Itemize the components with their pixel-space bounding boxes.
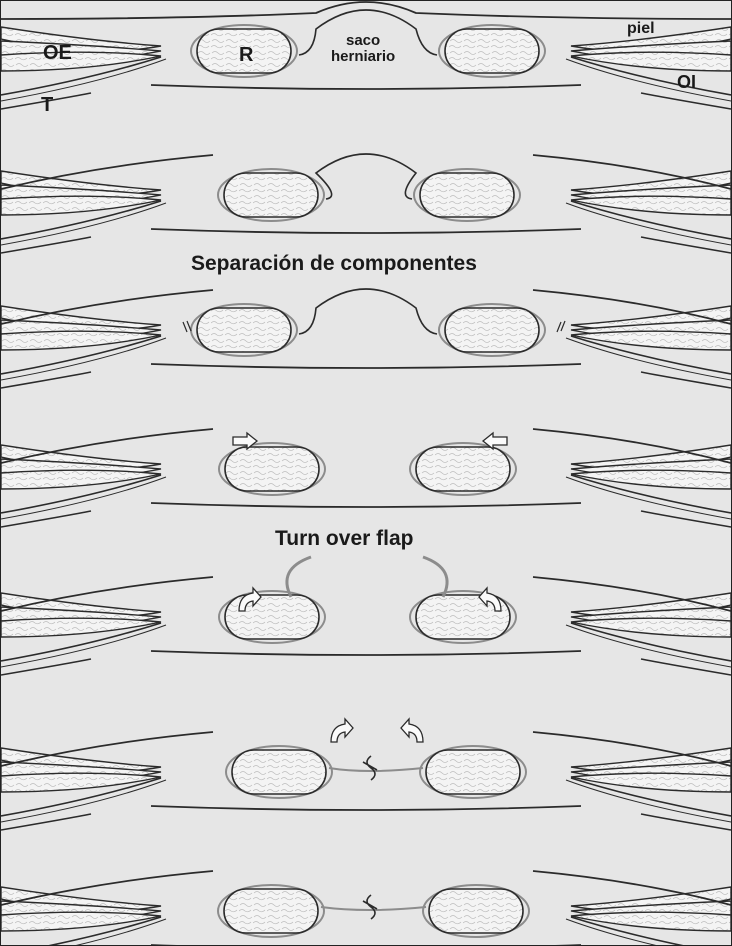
rectus-muscle (197, 308, 291, 352)
oblique-muscle-layer (571, 773, 731, 792)
label-saco-herniario: saco herniario (331, 33, 395, 65)
stage-flap-suture (1, 719, 731, 830)
rectus-muscle (445, 29, 539, 73)
transversalis-line (641, 511, 731, 527)
stage-final-repair (1, 871, 731, 945)
oblique-muscle-layer (571, 52, 731, 71)
transversalis-line (641, 814, 731, 830)
rectus-muscle (429, 889, 523, 933)
label-r: R (239, 45, 253, 66)
stage-component-separation (1, 289, 731, 388)
suture-icon (363, 756, 377, 780)
label-oe: OE (43, 43, 72, 64)
oblique-muscle-layer (571, 618, 731, 637)
stage-turn-over-flap (1, 557, 731, 675)
oblique-muscle-layer (571, 196, 731, 215)
transversalis-line (1, 659, 91, 675)
oblique-muscle-layer (571, 912, 731, 931)
stage-rectus-advancement (1, 429, 731, 527)
label-piel: piel (627, 21, 655, 38)
suture-icon (363, 895, 377, 919)
rectus-muscle (225, 595, 319, 639)
rectus-muscle (224, 889, 318, 933)
oblique-muscle-layer (1, 196, 161, 215)
rectus-muscle (232, 750, 326, 794)
rectus-muscle (416, 447, 510, 491)
rectus-muscle (224, 173, 318, 217)
curved-arrow-icon (331, 719, 353, 742)
transversalis-line (1, 237, 91, 253)
posterior-line (151, 651, 581, 655)
rectus-muscle (420, 173, 514, 217)
transversalis-line (1, 372, 91, 388)
posterior-line (151, 806, 581, 810)
posterior-line (151, 85, 581, 89)
transversalis-line (641, 659, 731, 675)
oblique-muscle-layer (1, 912, 161, 931)
transversalis-line (1, 814, 91, 830)
oblique-muscle-layer (571, 331, 731, 350)
posterior-line (151, 229, 581, 233)
oblique-muscle-layer (1, 773, 161, 792)
heading-turn-over-flap: Turn over flap (275, 528, 413, 550)
rectus-muscle (225, 447, 319, 491)
oblique-muscle-layer (1, 331, 161, 350)
label-t: T (41, 95, 53, 116)
transversalis-line (641, 237, 731, 253)
curved-arrow-icon (401, 719, 423, 742)
posterior-line (151, 364, 581, 368)
transversalis-line (1, 511, 91, 527)
heading-separacion-componentes: Separación de componentes (191, 253, 477, 275)
stage-skin-incision (1, 154, 731, 253)
oblique-muscle-layer (1, 470, 161, 489)
posterior-line (151, 503, 581, 507)
transversalis-line (641, 93, 731, 109)
oblique-muscle-layer (1, 52, 161, 71)
hernia-sac (316, 154, 416, 199)
oblique-muscle-layer (571, 470, 731, 489)
hernia-sac (299, 289, 437, 334)
turn-over-flap (287, 557, 311, 597)
transversalis-line (641, 372, 731, 388)
turn-over-flap (423, 557, 447, 597)
rectus-muscle (445, 308, 539, 352)
label-oi: OI (677, 73, 696, 92)
rectus-muscle (426, 750, 520, 794)
oblique-muscle-layer (1, 618, 161, 637)
